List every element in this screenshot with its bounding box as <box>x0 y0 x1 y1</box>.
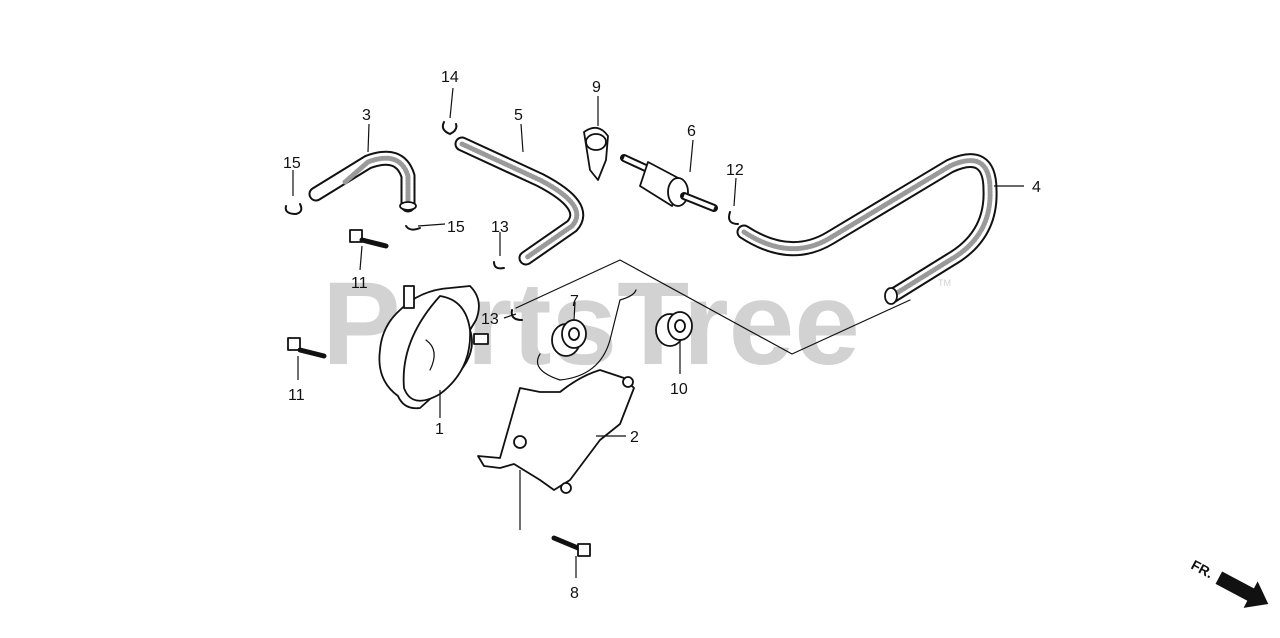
assembly-outline <box>515 259 911 355</box>
bracket-bolt[interactable] <box>551 535 591 557</box>
watermark-tm: TM <box>938 278 951 288</box>
label-11a: 11 <box>351 275 368 292</box>
grommet-right[interactable] <box>655 311 693 347</box>
pump-bracket[interactable] <box>477 289 637 494</box>
label-13b: 13 <box>481 311 499 328</box>
fuel-pump[interactable] <box>378 285 489 410</box>
label-1: 1 <box>435 421 444 438</box>
front-direction-marker: FR. <box>1189 557 1269 608</box>
label-7: 7 <box>570 293 579 310</box>
grommet-left[interactable] <box>551 319 587 357</box>
pump-bolt-lower[interactable] <box>287 337 327 359</box>
hose-clip-right[interactable] <box>405 225 421 231</box>
label-5: 5 <box>514 107 523 124</box>
label-6: 6 <box>687 123 696 140</box>
fr-label: FR. <box>1189 557 1216 582</box>
label-15b: 15 <box>447 219 465 236</box>
label-12: 12 <box>726 162 744 179</box>
label-13a: 13 <box>491 219 509 236</box>
label-11b: 11 <box>288 387 305 404</box>
fuel-hose-long[interactable] <box>736 153 998 305</box>
label-3: 3 <box>362 107 371 124</box>
label-8: 8 <box>570 585 579 602</box>
hose-clip-lower[interactable] <box>510 309 523 321</box>
fuel-filter[interactable] <box>620 154 718 212</box>
part-labels: 14 3 5 9 6 12 4 15 15 13 13 11 11 7 10 1… <box>283 69 1041 602</box>
label-15a: 15 <box>283 155 301 172</box>
hose-clip-top[interactable] <box>441 121 458 136</box>
elbow-hose[interactable] <box>308 150 417 213</box>
label-4: 4 <box>1032 179 1041 196</box>
front-arrow-icon <box>1215 571 1269 608</box>
label-10: 10 <box>670 381 688 398</box>
label-9: 9 <box>592 79 601 96</box>
filter-clamp[interactable] <box>583 126 609 181</box>
pump-bolt-upper[interactable] <box>349 229 389 249</box>
fuel-hose-short[interactable] <box>454 136 585 266</box>
hose-clip-left[interactable] <box>284 203 303 216</box>
label-14: 14 <box>441 69 459 86</box>
hose-clip-upper[interactable] <box>493 261 505 270</box>
hose-clip[interactable] <box>728 211 739 225</box>
label-2: 2 <box>630 429 639 446</box>
assembly-outline-line <box>515 259 911 355</box>
leader-lines <box>292 87 1024 578</box>
